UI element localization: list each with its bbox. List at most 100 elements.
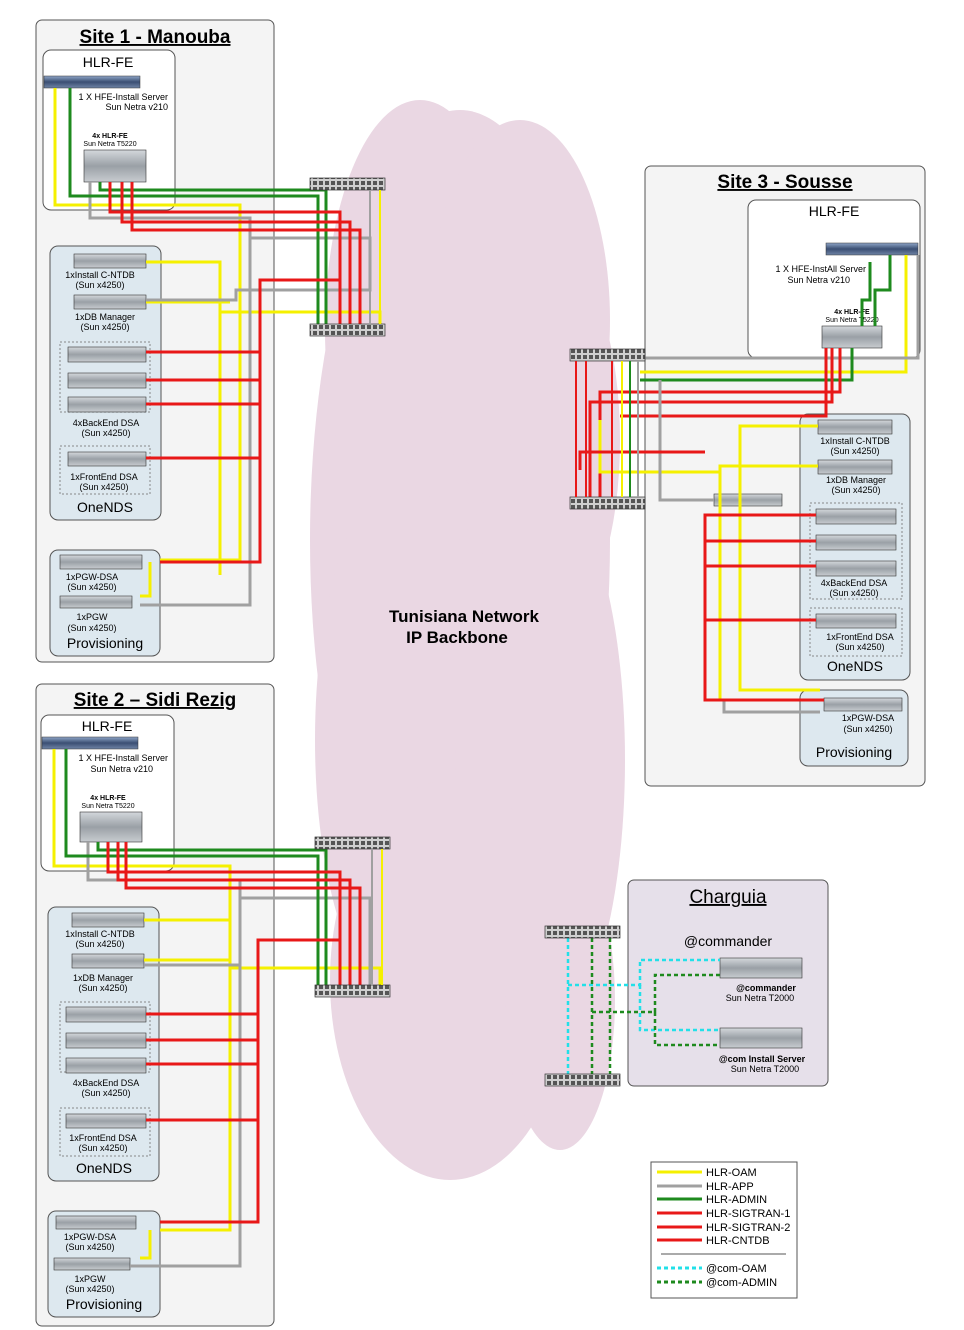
site3-pgwdsa-name: 1xPGW-DSA — [842, 713, 894, 723]
site1-fe-dsa-server-icon — [67, 451, 147, 467]
site3-onends-label: OneNDS — [827, 658, 883, 674]
site1-links — [53, 88, 382, 607]
site3-fe-model: Sun Netra T5220 — [825, 317, 878, 324]
legend-label-admin: HLR-ADMIN — [706, 1194, 767, 1206]
site2-fe-dsa-server-icon — [65, 1113, 147, 1129]
site2-fe-model: Sun Netra T5220 — [81, 803, 134, 810]
site2-dbm-name: 1xDB Manager — [73, 973, 133, 983]
site3-be-name: 4xBackEnd DSA — [821, 578, 888, 588]
site3-cntdb-server-icon — [817, 419, 893, 435]
site3-be-server-icon-3 — [815, 560, 897, 577]
site2-cntdb-model: (Sun x4250) — [75, 939, 124, 949]
site1-install-server-icon — [43, 75, 141, 89]
site2-install-server-icon — [41, 736, 139, 750]
charguia-box: Charguia @commander @commander Sun Netra… — [627, 879, 829, 1087]
site2-cntdb-name: 1xInstall C-NTDB — [65, 929, 135, 939]
site1-be-server-icon-1 — [67, 346, 147, 363]
site3-be-server-icon-2 — [815, 534, 897, 551]
site1-pgw-name: 1xPGW — [76, 612, 108, 622]
site3-switch-bottom — [569, 496, 646, 510]
site1-be-model: (Sun x4250) — [81, 428, 130, 438]
legend-label-sigtran1: HLR-SIGTRAN-1 — [706, 1208, 790, 1220]
charguia-group-label: @commander — [684, 933, 772, 949]
site2-be-server-icon-2 — [65, 1032, 147, 1049]
site1-pgwdsa-name: 1xPGW-DSA — [66, 572, 118, 582]
svg-text:1 X HFE-Install Server: 1 X HFE-Install Server — [78, 92, 168, 102]
site1-box: Site 1 - Manouba HLR-FE 1 X HFE-Install … — [35, 19, 275, 663]
site3-be-model: (Sun x4250) — [829, 588, 878, 598]
site2-switch-top — [314, 836, 391, 850]
site1-cntdb-name: 1xInstall C-NTDB — [65, 270, 135, 280]
site3-cntdb-model: (Sun x4250) — [830, 446, 879, 456]
site3-cntdb-name: 1xInstall C-NTDB — [820, 436, 890, 446]
site2-dbm-model: (Sun x4250) — [78, 983, 127, 993]
site1-fe-dsa-model: (Sun x4250) — [79, 482, 128, 492]
site3-install-server-name: 1 X HFE-InstAll Server — [775, 264, 866, 274]
site3-links — [578, 255, 920, 714]
site1-pgwdsa-model: (Sun x4250) — [67, 582, 116, 592]
site1-install-server-name: 1 X HFE-Install Server — [78, 92, 168, 102]
site2-onends-label: OneNDS — [76, 1160, 132, 1176]
site2-fe-dsa-name: 1xFrontEnd DSA — [69, 1133, 137, 1143]
site2-box: Site 2 – Sidi Rezig HLR-FE 1 X HFE-Insta… — [35, 683, 275, 1327]
site2-pgw-model: (Sun x4250) — [65, 1284, 114, 1294]
site2-pgw-name: 1xPGW — [74, 1274, 106, 1284]
site1-prov-label: Provisioning — [67, 635, 143, 651]
site2-cntdb-server-icon — [71, 912, 145, 928]
site1-fe-model: Sun Netra T5220 — [83, 141, 136, 148]
legend-label-cntdb: HLR-CNTDB — [706, 1235, 770, 1247]
site1-switch-bottom — [309, 323, 386, 337]
legend-label-app: HLR-APP — [706, 1181, 754, 1193]
site2-hlrfe-label: HLR-FE — [82, 718, 133, 734]
site2-pgw-server-icon — [53, 1257, 131, 1271]
charguia-links — [566, 938, 720, 1074]
site1-be-name: 4xBackEnd DSA — [73, 418, 140, 428]
site3-hlrfe-label: HLR-FE — [809, 203, 860, 219]
legend-label-com-oam: @com-OAM — [706, 1263, 767, 1275]
site3-fe-name: 4x HLR-FE — [834, 309, 870, 316]
site1-pgwdsa-server-icon — [59, 554, 143, 570]
site1-install-server-model: Sun Netra v210 — [105, 102, 168, 112]
site3-box: Site 3 - Sousse HLR-FE 1 X HFE-InstAll S… — [644, 165, 926, 787]
site2-pgwdsa-server-icon — [55, 1215, 137, 1230]
site3-dbm-model: (Sun x4250) — [831, 485, 880, 495]
site2-switch-bottom — [314, 984, 391, 998]
site2-hlrfe-server-icon — [79, 811, 143, 843]
site2-title: Site 2 – Sidi Rezig — [74, 690, 237, 711]
site2-fe-name: 4x HLR-FE — [90, 795, 126, 802]
site3-title: Site 3 - Sousse — [717, 172, 852, 193]
site1-pgw-model: (Sun x4250) — [67, 623, 116, 633]
legend-label-oam: HLR-OAM — [706, 1167, 757, 1179]
site3-install-server-model: Sun Netra v210 — [787, 275, 850, 285]
site2-be-server-icon-1 — [65, 1006, 147, 1023]
site1-pgw-server-icon — [59, 595, 133, 609]
site1-onends-label: OneNDS — [77, 499, 133, 515]
com-install-server-name: @com Install Server — [719, 1054, 806, 1064]
site2-pgwdsa-model: (Sun x4250) — [65, 1242, 114, 1252]
site1-be-server-icon-3 — [67, 396, 147, 413]
site1-dbm-model: (Sun x4250) — [80, 322, 129, 332]
commander-model: Sun Netra T2000 — [726, 993, 794, 1003]
com-install-server-icon — [719, 1027, 803, 1049]
site2-install-server-name: 1 X HFE-Install Server — [78, 753, 168, 763]
site2-be-server-icon-3 — [65, 1057, 147, 1074]
site1-dbm-server-icon — [73, 294, 147, 310]
site3-fe-dsa-server-icon — [815, 613, 897, 629]
site3-be-server-icon-1 — [815, 508, 897, 525]
commander-server-icon — [719, 957, 803, 979]
site3-pgw-server-icon — [713, 493, 783, 507]
charguia-switch-bottom — [544, 1073, 621, 1087]
site1-fe-dsa-name: 1xFrontEnd DSA — [70, 472, 138, 482]
site3-prov-label: Provisioning — [816, 744, 892, 760]
site2-install-server-model: Sun Netra v210 — [90, 764, 153, 774]
site1-fe-name: 4x HLR-FE — [92, 133, 128, 140]
site2-prov-label: Provisioning — [66, 1296, 142, 1312]
site3-fe-dsa-name: 1xFrontEnd DSA — [826, 632, 894, 642]
site3-pgwdsa-server-icon — [823, 697, 903, 712]
site1-be-server-icon-2 — [67, 372, 147, 389]
commander-name: @commander — [736, 983, 796, 993]
site1-cntdb-server-icon — [73, 253, 147, 269]
site1-title: Site 1 - Manouba — [80, 27, 231, 48]
site3-install-server-icon — [825, 242, 919, 256]
